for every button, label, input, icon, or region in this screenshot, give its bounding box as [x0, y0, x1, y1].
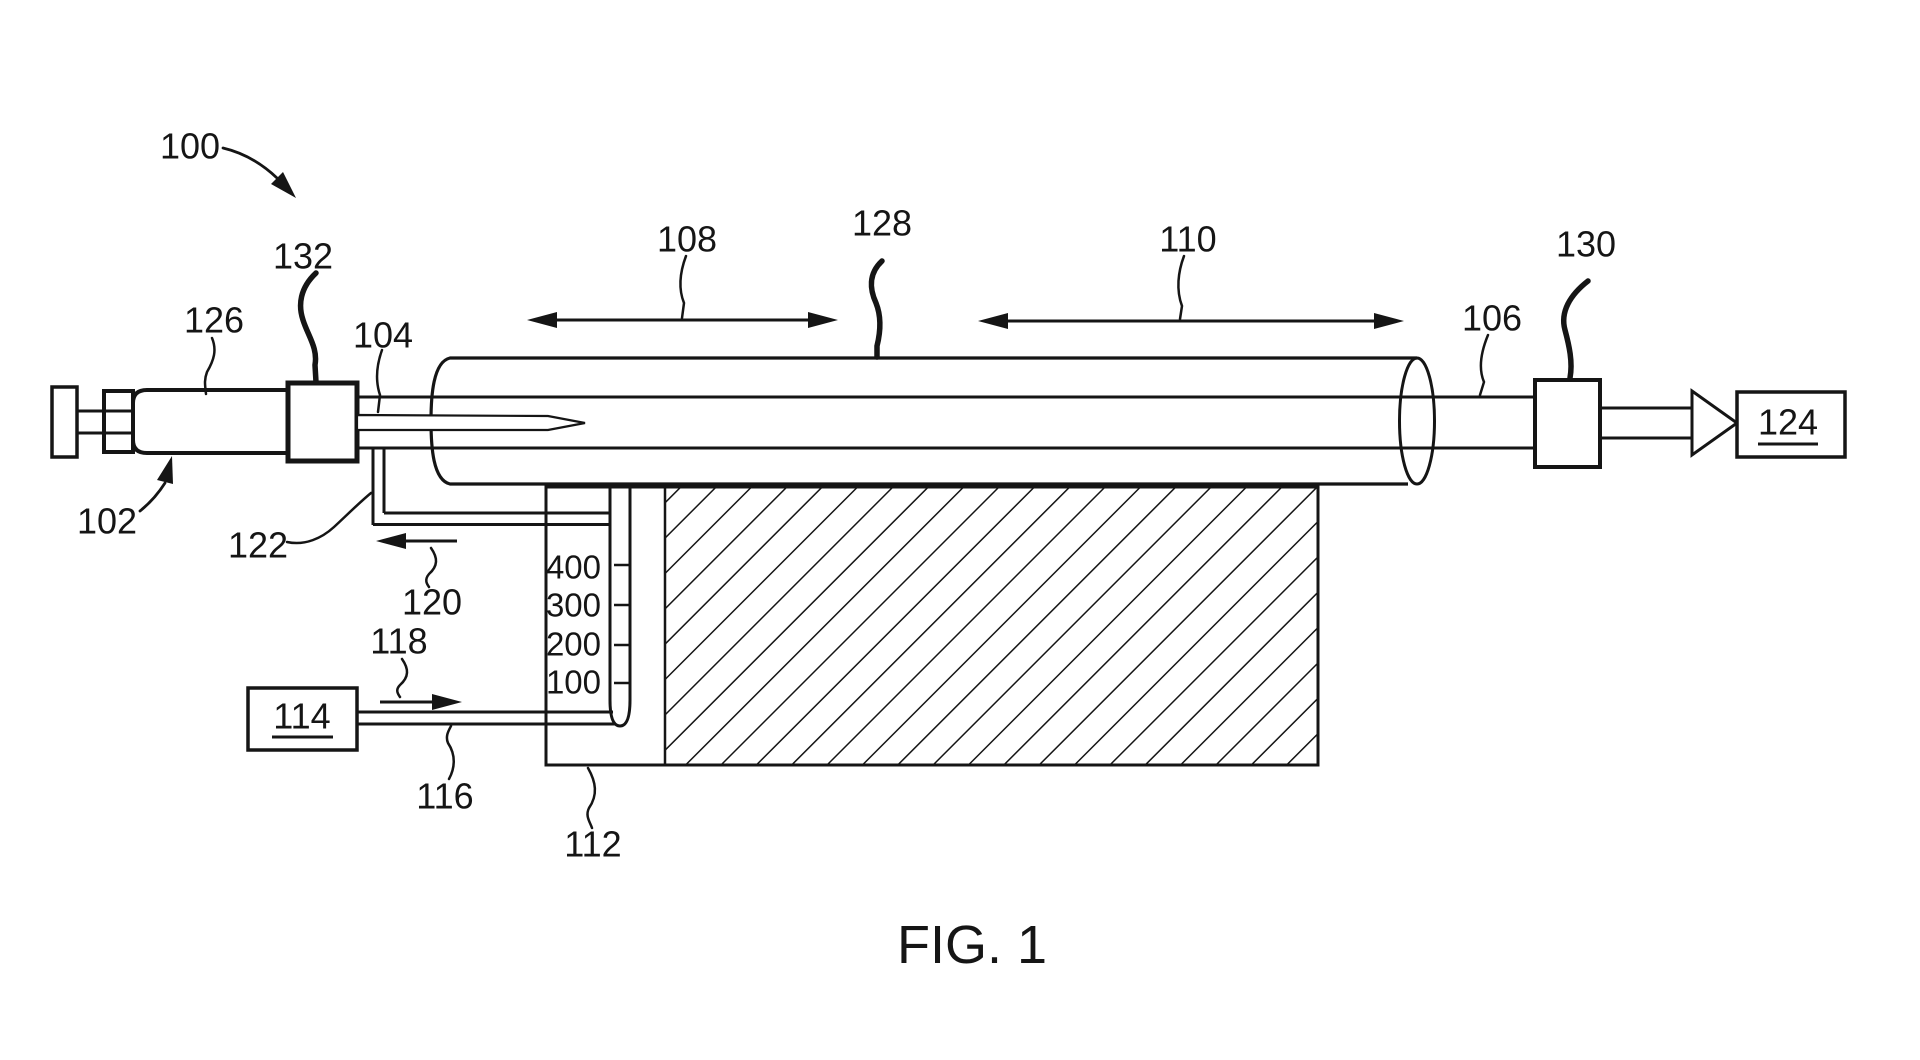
syringe	[50, 380, 586, 464]
graduated-gauge	[608, 487, 632, 728]
arrow-110-left-head	[978, 313, 1008, 329]
plunger-thumb-rest	[50, 385, 79, 459]
needle	[355, 413, 586, 432]
arrow-120-head	[376, 533, 406, 549]
scale-label-400: 400	[546, 549, 601, 586]
flow-arrow-120	[376, 533, 457, 549]
leader-100-head	[271, 172, 296, 198]
syringe-barrel	[131, 388, 289, 455]
outlet-box-124	[1735, 390, 1847, 459]
arrow-108-right-head	[808, 312, 838, 328]
leader-120	[425, 546, 438, 589]
ref-label-120: 120	[402, 582, 462, 623]
leader-106	[1478, 333, 1490, 397]
ref-label-110: 110	[1159, 219, 1216, 260]
motion-arrow-110	[978, 313, 1404, 329]
leader-104	[375, 348, 384, 414]
ref-label-116: 116	[416, 776, 473, 817]
ref-label-112: 112	[564, 824, 621, 865]
arrow-118-head	[432, 694, 462, 710]
ref-label-106: 106	[1462, 298, 1522, 339]
supply-pipe-116	[357, 710, 616, 726]
leader-108	[679, 254, 688, 320]
ref-label-124: 124	[1758, 402, 1818, 443]
return-pipe-122	[371, 448, 610, 526]
leader-118	[396, 657, 409, 699]
leader-112	[586, 766, 597, 830]
gauge-tube	[608, 487, 632, 728]
ref-label-128: 128	[852, 203, 912, 244]
reference-labels: 100 102 104 106 108 110 112 116 118 120 …	[77, 126, 1818, 865]
leader-lines	[138, 146, 1591, 830]
ref-label-104: 104	[353, 315, 413, 356]
ref-label-100: 100	[160, 126, 220, 167]
figure-caption: FIG. 1	[897, 915, 1047, 975]
tube-end-ellipse	[1398, 356, 1436, 486]
leader-116	[445, 724, 455, 781]
leader-100	[221, 146, 279, 180]
squiggle-130	[1561, 278, 1591, 381]
arrow-110-right-head	[1374, 313, 1404, 329]
leader-126	[203, 336, 216, 396]
squiggle-132	[297, 270, 319, 385]
ref-label-132: 132	[273, 236, 333, 277]
ref-label-114: 114	[273, 696, 330, 737]
flow-arrow-118	[380, 694, 462, 710]
leader-102	[138, 481, 167, 513]
outlet-assembly	[1533, 378, 1847, 469]
ref-label-130: 130	[1556, 224, 1616, 265]
heated-block-outline	[544, 485, 1320, 767]
ref-label-118: 118	[370, 621, 427, 662]
ref-label-126: 126	[184, 300, 244, 341]
heated-block	[544, 485, 1320, 767]
source-box-114	[246, 686, 359, 752]
gauge-scale-labels: 400 300 200 100	[546, 549, 601, 701]
open-arrowhead	[1690, 388, 1740, 458]
scale-label-200: 200	[546, 626, 601, 663]
heated-block-hatch	[665, 488, 1317, 764]
barrel-flange	[102, 389, 135, 454]
arrow-108-left-head	[527, 312, 557, 328]
leader-110	[1177, 254, 1186, 321]
ref-label-108: 108	[657, 219, 717, 260]
ref-label-102: 102	[77, 501, 137, 542]
motion-arrow-108	[527, 312, 838, 328]
squiggle-128	[868, 258, 885, 360]
scale-label-300: 300	[546, 587, 601, 624]
leader-122	[285, 491, 373, 545]
ref-label-122: 122	[228, 525, 288, 566]
injection-port-block	[285, 380, 360, 464]
leader-102-head	[157, 456, 173, 484]
scale-label-100: 100	[546, 664, 601, 701]
outlet-fitting-block	[1533, 378, 1602, 469]
